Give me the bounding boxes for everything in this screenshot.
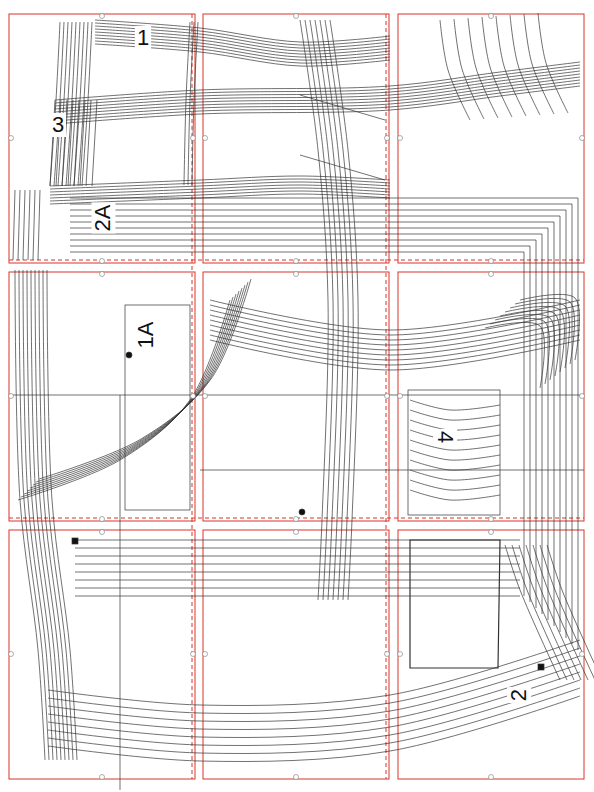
tile-borders xyxy=(9,14,584,779)
registration-marks xyxy=(9,14,585,780)
pattern-piece-outlines xyxy=(9,13,594,790)
piece-number: 3 xyxy=(50,113,66,137)
piece-number: 1 xyxy=(135,26,151,50)
piece-number: 1A xyxy=(134,320,158,351)
piece-number: 2 xyxy=(507,687,531,703)
piece-number: 2A xyxy=(91,203,115,234)
piece-number: 4 xyxy=(433,429,457,445)
